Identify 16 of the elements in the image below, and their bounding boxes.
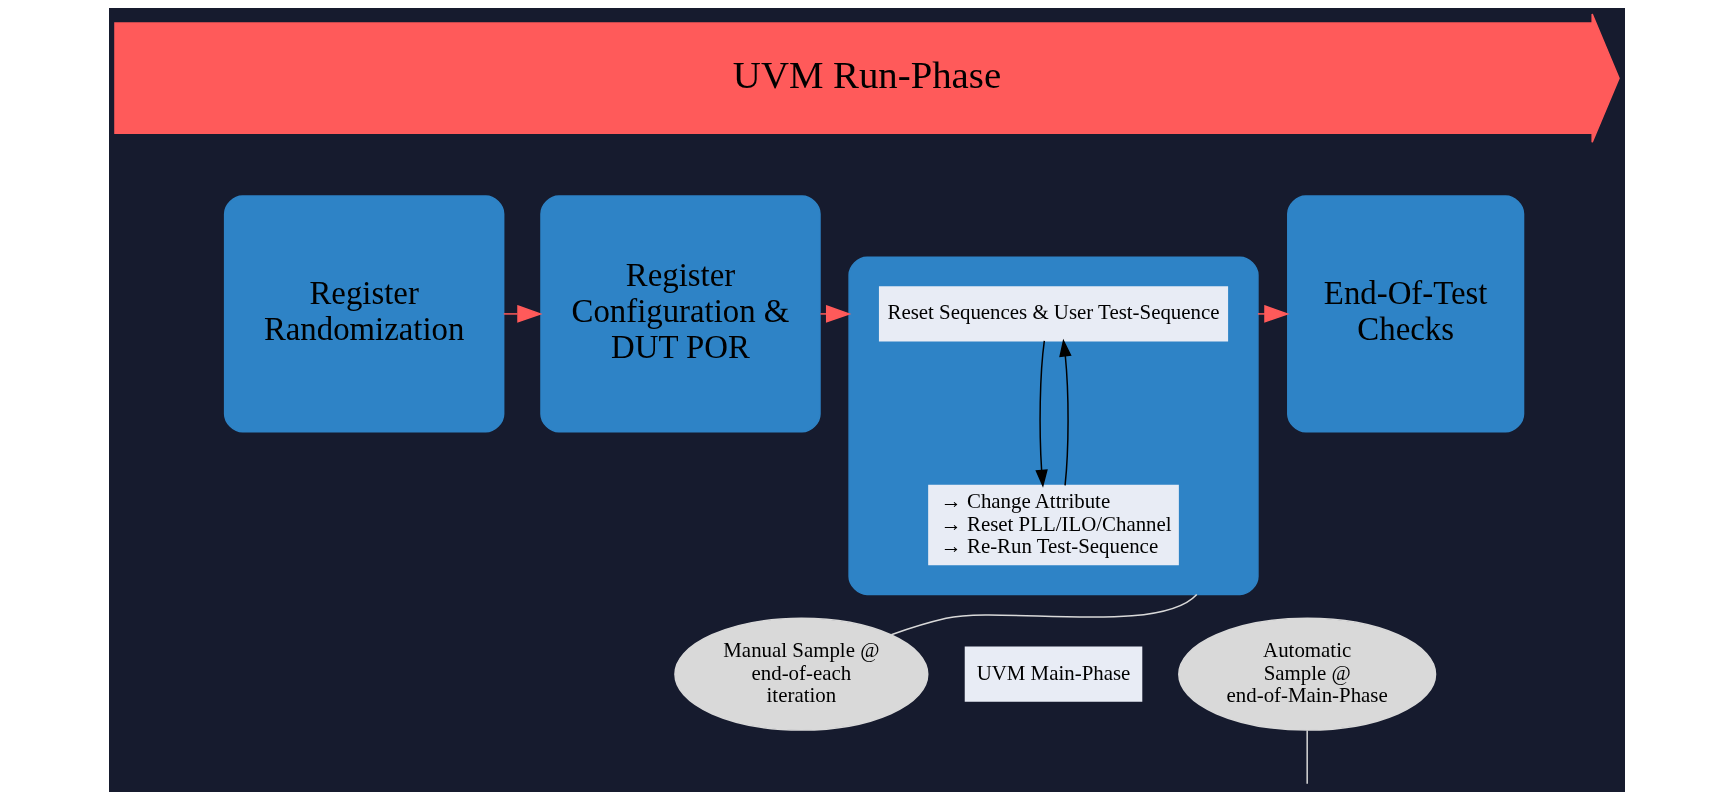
arrow [503, 305, 543, 323]
arrow [1035, 340, 1048, 488]
connector [890, 593, 1198, 636]
node-box: Register Randomization [223, 195, 505, 433]
node-box: End-Of-Test Checks [1287, 195, 1525, 433]
arrow [1059, 338, 1072, 487]
node-box: → Change Attribute → Reset PLL/ILO/Channel → Re-Run Test-Sequence [928, 484, 1179, 566]
node-box: UVM Main-Phase [964, 646, 1143, 702]
arrow [1257, 305, 1290, 323]
connector [1306, 729, 1308, 785]
node-ellipse: Manual Sample @ end-of-each iteration [674, 617, 929, 731]
arrow [819, 305, 852, 323]
node-box: Register Configuration & DUT POR [540, 195, 821, 433]
node-ellipse: Automatic Sample @ end-of-Main-Phase [1178, 617, 1437, 731]
cluster [848, 256, 1259, 596]
node-box: Reset Sequences & User Test-Sequence [878, 286, 1229, 342]
